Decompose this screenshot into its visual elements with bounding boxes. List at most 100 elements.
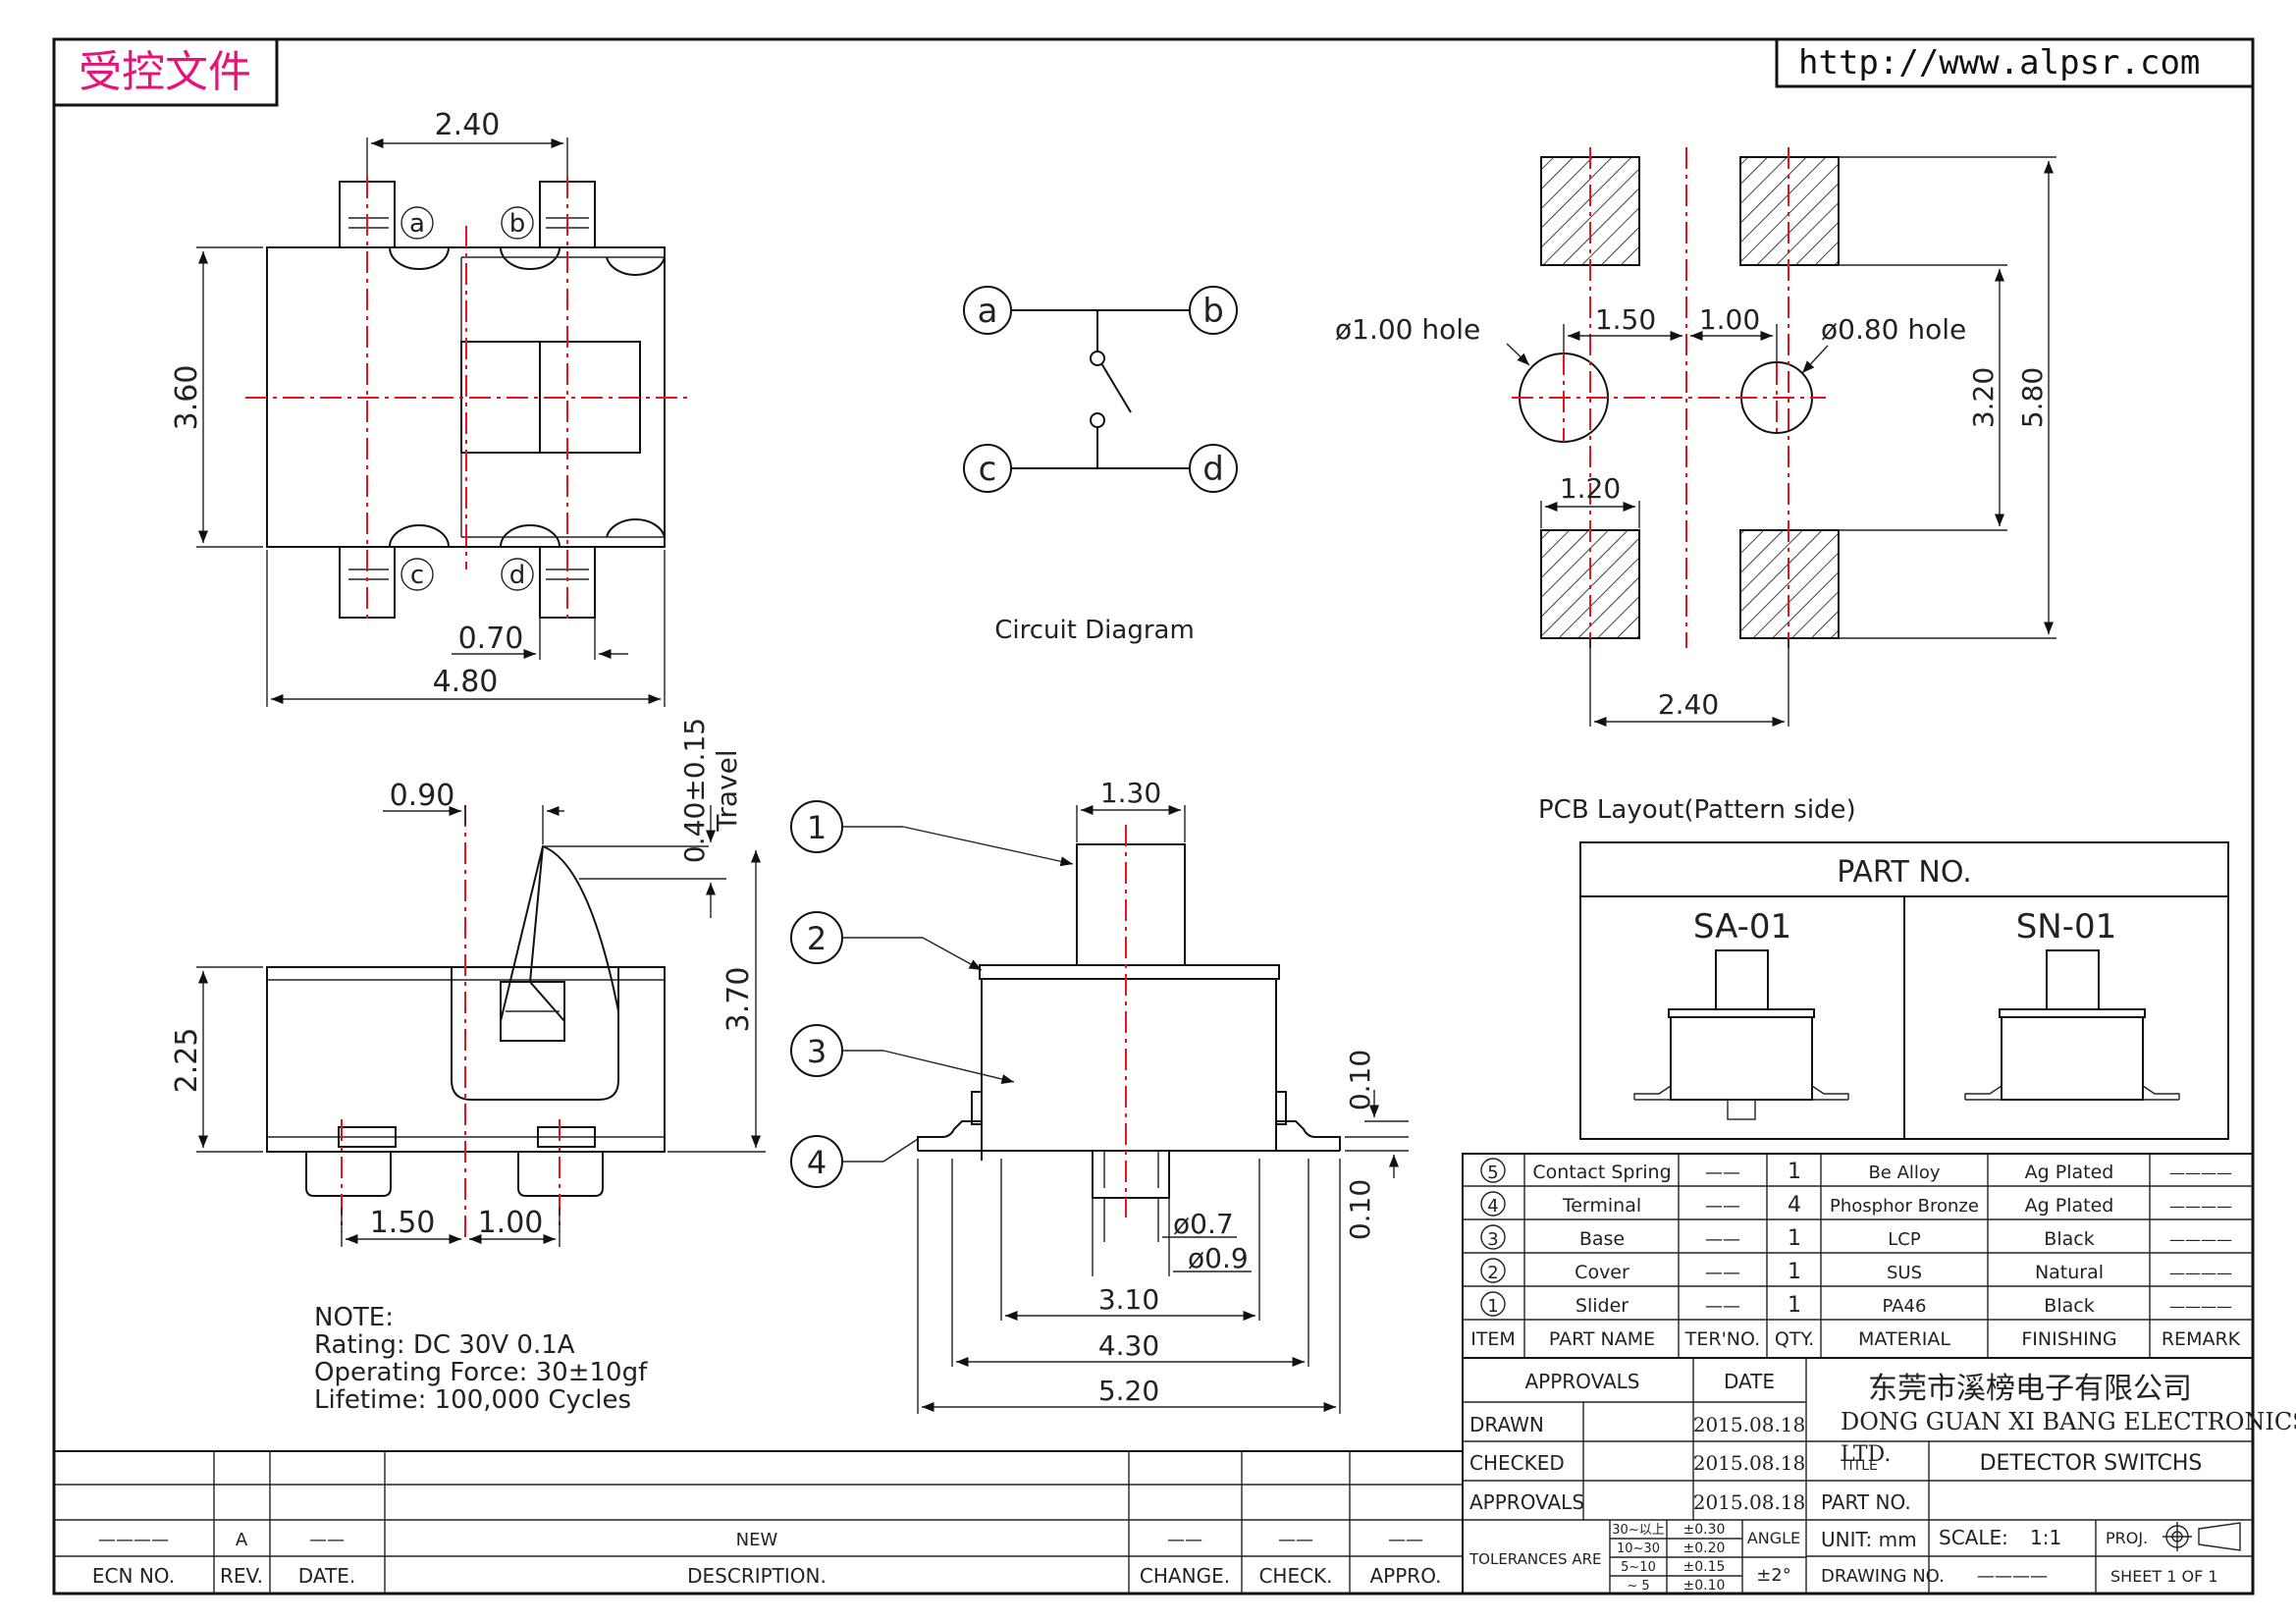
bom-cell-finish: Black xyxy=(2044,1295,2094,1317)
bom-cell-material: SUS xyxy=(1887,1263,1922,1283)
dim-hole-0.80: ø0.80 hole xyxy=(1821,313,1966,346)
tol-value-4: ±0.10 xyxy=(1683,1578,1726,1594)
tol-range-3: 5~10 xyxy=(1621,1560,1656,1575)
pcb-layout-label: PCB Layout(Pattern side) xyxy=(1538,795,1856,825)
tb-unit: UNIT: mm xyxy=(1821,1528,1917,1551)
rev-header-check: CHECK. xyxy=(1258,1564,1332,1588)
top-view: a b c d 2.40 3.60 0.70 4.80 xyxy=(170,108,687,707)
rev-header-ecn: ECN NO. xyxy=(92,1564,175,1588)
circuit-terminal-a: a xyxy=(978,292,998,331)
company-name-en: DONG GUAN XI BANG ELECTRONICS CO., xyxy=(1841,1408,2296,1435)
tb-checked-label: CHECKED xyxy=(1469,1451,1565,1475)
notes: NOTE: Rating: DC 30V 0.1A Operating Forc… xyxy=(314,1303,648,1415)
bom-cell-name: Base xyxy=(1579,1228,1625,1250)
tb-angle-value: ±2° xyxy=(1756,1565,1791,1586)
bom-cell-material: PA46 xyxy=(1883,1296,1927,1317)
tb-tolerances-label: TOLERANCES ARE xyxy=(1468,1550,1602,1568)
pcb-layout: ø1.00 hole ø0.80 hole 1.50 1.00 3.20 5.8… xyxy=(1335,147,2056,825)
rev-row-check: —— xyxy=(1278,1530,1313,1550)
note-lifetime: Lifetime: 100,000 Cycles xyxy=(314,1385,631,1415)
dim-4.80: 4.80 xyxy=(433,665,499,699)
bom-cell-item: 4 xyxy=(1487,1196,1498,1217)
tb-drawn-label: DRAWN xyxy=(1469,1413,1544,1436)
bom-header-qty: QTY. xyxy=(1775,1328,1814,1350)
tb-date-header: DATE xyxy=(1724,1370,1775,1393)
bom-header-remark: REMARK xyxy=(2162,1328,2241,1350)
dim-0.70: 0.70 xyxy=(458,622,524,656)
dim-1.30: 1.30 xyxy=(1100,777,1161,809)
rev-row-rev: A xyxy=(236,1530,248,1550)
bom-cell-remark: ———— xyxy=(2169,1197,2232,1216)
dim-0.10-b: 0.10 xyxy=(1344,1179,1376,1240)
tb-scale-value: 1:1 xyxy=(2030,1526,2061,1549)
rev-row-ecn: ———— xyxy=(98,1530,169,1550)
bom-header-name: PART NAME xyxy=(1549,1328,1655,1350)
front-view: 1.30 ø0.7 ø0.9 3.10 4.30 5.20 0.10 0.10 xyxy=(790,777,1409,1414)
bom-cell-finish: Ag Plated xyxy=(2025,1195,2114,1217)
dim-0.90: 0.90 xyxy=(390,779,455,813)
dim-pcb-1.00: 1.00 xyxy=(1699,303,1760,336)
bom-cell-remark: ———— xyxy=(2169,1230,2232,1249)
dim-pcb-1.50: 1.50 xyxy=(1595,303,1656,336)
bom-item-balloon xyxy=(1480,1258,1506,1283)
bom-cell-finish: Natural xyxy=(2035,1262,2104,1283)
tol-value-2: ±0.20 xyxy=(1683,1541,1726,1556)
tb-date-drawn: 2015.08.18 xyxy=(1693,1413,1806,1436)
dim-3.60: 3.60 xyxy=(170,365,204,431)
bom-cell-item: 1 xyxy=(1487,1296,1498,1317)
balloon-3: 3 xyxy=(807,1033,827,1070)
dim-pcb-3.20: 3.20 xyxy=(1967,367,2000,428)
tb-part-no-label: PART NO. xyxy=(1821,1490,1911,1514)
dim-travel-label: Travel xyxy=(711,749,743,832)
stamp-text: 受控文件 xyxy=(79,47,251,97)
tb-angle-label: ANGLE xyxy=(1747,1529,1800,1547)
rev-header-description: DESCRIPTION. xyxy=(687,1564,827,1588)
bom-header-item: ITEM xyxy=(1470,1328,1516,1350)
bom-cell-item: 5 xyxy=(1487,1163,1498,1183)
circuit-diagram: a b c d Circuit Diagram xyxy=(963,286,1238,645)
part-no-box: PART NO. SA-01 SN-01 xyxy=(1579,841,2229,1140)
bom-item-balloon xyxy=(1480,1191,1506,1217)
bom-cell-remark: ———— xyxy=(2169,1297,2232,1316)
dim-pcb-2.40: 2.40 xyxy=(1658,688,1719,721)
dim-pcb-1.20: 1.20 xyxy=(1560,472,1621,505)
bom-header-material: MATERIAL xyxy=(1858,1328,1950,1350)
revision-table: ———— A —— NEW —— —— —— ECN NO. REV. DATE… xyxy=(54,1358,1464,1594)
bom-cell-qty: 1 xyxy=(1788,1160,1801,1184)
tol-value-3: ±0.15 xyxy=(1683,1559,1726,1575)
tb-date-checked: 2015.08.18 xyxy=(1693,1451,1806,1475)
bom-cell-ter: —— xyxy=(1705,1196,1740,1217)
bom-cell-ter: —— xyxy=(1705,1296,1740,1317)
bom-cell-ter: —— xyxy=(1705,1229,1740,1250)
pin-c-label: c xyxy=(410,561,424,590)
dim-2.40-top: 2.40 xyxy=(435,108,501,142)
bom-cell-remark: ———— xyxy=(2169,1163,2232,1182)
rev-row-appro: —— xyxy=(1388,1530,1423,1550)
note-force: Operating Force: 30±10gf xyxy=(314,1358,648,1387)
tb-scale-label: SCALE: xyxy=(1939,1526,2008,1549)
bom-cell-item: 3 xyxy=(1487,1229,1498,1250)
controlled-stamp: 受控文件 xyxy=(52,37,279,107)
dim-phi-0.9: ø0.9 xyxy=(1188,1242,1249,1274)
part-no-header: PART NO. xyxy=(1837,855,1972,890)
bom-item-balloon xyxy=(1480,1224,1506,1250)
dim-2.25: 2.25 xyxy=(170,1028,204,1094)
bom-item-balloon xyxy=(1480,1158,1506,1183)
bom-cell-qty: 4 xyxy=(1788,1193,1801,1217)
bom-cell-finish: Black xyxy=(2044,1228,2094,1250)
dim-travel-value: 0.40±0.15 xyxy=(678,718,711,863)
bom-cell-qty: 1 xyxy=(1788,1293,1801,1318)
bom-cell-name: Slider xyxy=(1575,1295,1629,1317)
dim-4.30: 4.30 xyxy=(1098,1329,1159,1362)
tol-range-1: 30~以上 xyxy=(1612,1523,1664,1538)
part-sa-01: SA-01 xyxy=(1693,907,1791,947)
circuit-terminal-b: b xyxy=(1202,292,1224,331)
note-title: NOTE: xyxy=(314,1303,394,1332)
circuit-terminal-c: c xyxy=(979,450,997,489)
bom-header-ter: TER'NO. xyxy=(1684,1328,1760,1350)
rev-header-change: CHANGE. xyxy=(1140,1564,1230,1588)
note-rating: Rating: DC 30V 0.1A xyxy=(314,1330,575,1360)
bom-header-finishing: FINISHING xyxy=(2021,1328,2116,1350)
balloon-2: 2 xyxy=(807,920,827,957)
